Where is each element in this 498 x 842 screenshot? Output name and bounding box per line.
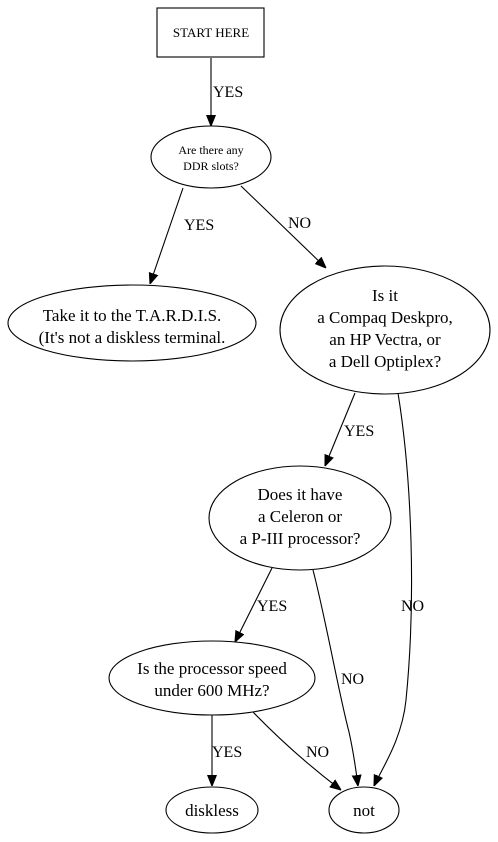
node-processor-line-2: a Celeron or	[258, 507, 342, 526]
edge-label-speed-diskless: YES	[212, 744, 242, 761]
edge-label-processor-speed: YES	[257, 598, 287, 615]
edge-label-speed-not: NO	[306, 744, 329, 761]
node-start-box	[156, 7, 265, 58]
node-tardis-line-2: (It's not a diskless terminal.	[39, 328, 226, 347]
node-model: Is it a Compaq Deskpro, an HP Vectra, or…	[279, 265, 491, 395]
edge-model-to-processor	[325, 392, 356, 466]
edge-label-ddr-tardis: YES	[184, 217, 214, 234]
node-diskless: diskless	[165, 786, 259, 834]
node-diskless-label: diskless	[185, 801, 239, 820]
node-ddr-slots-line-2: DDR slots?	[183, 159, 239, 173]
node-model-line-2: a Compaq Deskpro,	[317, 308, 453, 327]
node-speed-line-1: Is the processor speed	[137, 659, 287, 678]
node-ddr-slots-line-1: Are there any	[178, 143, 243, 157]
node-processor: Does it have a Celeron or a P-III proces…	[208, 465, 392, 571]
edge-processor-to-speed	[235, 567, 273, 642]
node-model-line-4: a Dell Optiplex?	[329, 352, 441, 371]
node-ddr-slots: Are there any DDR slots?	[150, 125, 272, 189]
node-processor-line-1: Does it have	[258, 485, 343, 504]
node-tardis-line-1: Take it to the T.A.R.D.I.S.	[43, 306, 222, 325]
node-ddr-slots-ellipse	[150, 125, 272, 189]
node-speed-ellipse	[108, 640, 316, 716]
node-diskless-ellipse	[165, 786, 259, 834]
node-tardis: Take it to the T.A.R.D.I.S. (It's not a …	[7, 284, 257, 362]
node-speed: Is the processor speed under 600 MHz?	[108, 640, 316, 716]
edge-label-ddr-model: NO	[288, 215, 311, 232]
node-model-line-3: an HP Vectra, or	[329, 330, 441, 349]
edge-ddr-to-tardis	[150, 187, 184, 284]
node-start: START HERE	[156, 7, 265, 58]
edge-ddr-to-model	[240, 185, 326, 268]
node-model-line-1: Is it	[372, 286, 398, 305]
node-not: not	[328, 786, 400, 834]
edge-label-processor-not: NO	[341, 671, 364, 688]
node-tardis-ellipse	[7, 284, 257, 362]
node-model-ellipse	[279, 265, 491, 395]
node-processor-line-3: a P-III processor?	[240, 529, 361, 548]
node-not-label: not	[353, 801, 375, 820]
node-processor-ellipse	[208, 465, 392, 571]
edge-model-to-not	[374, 392, 413, 786]
node-not-ellipse	[328, 786, 400, 834]
edge-processor-to-not	[312, 569, 358, 786]
edge-speed-to-not	[251, 710, 341, 790]
node-speed-line-2: under 600 MHz?	[154, 681, 269, 700]
edge-label-model-not: NO	[401, 598, 424, 615]
edge-label-model-processor: YES	[344, 423, 374, 440]
node-start-label: START HERE	[173, 25, 249, 40]
edge-label-start-ddr: YES	[213, 84, 243, 101]
